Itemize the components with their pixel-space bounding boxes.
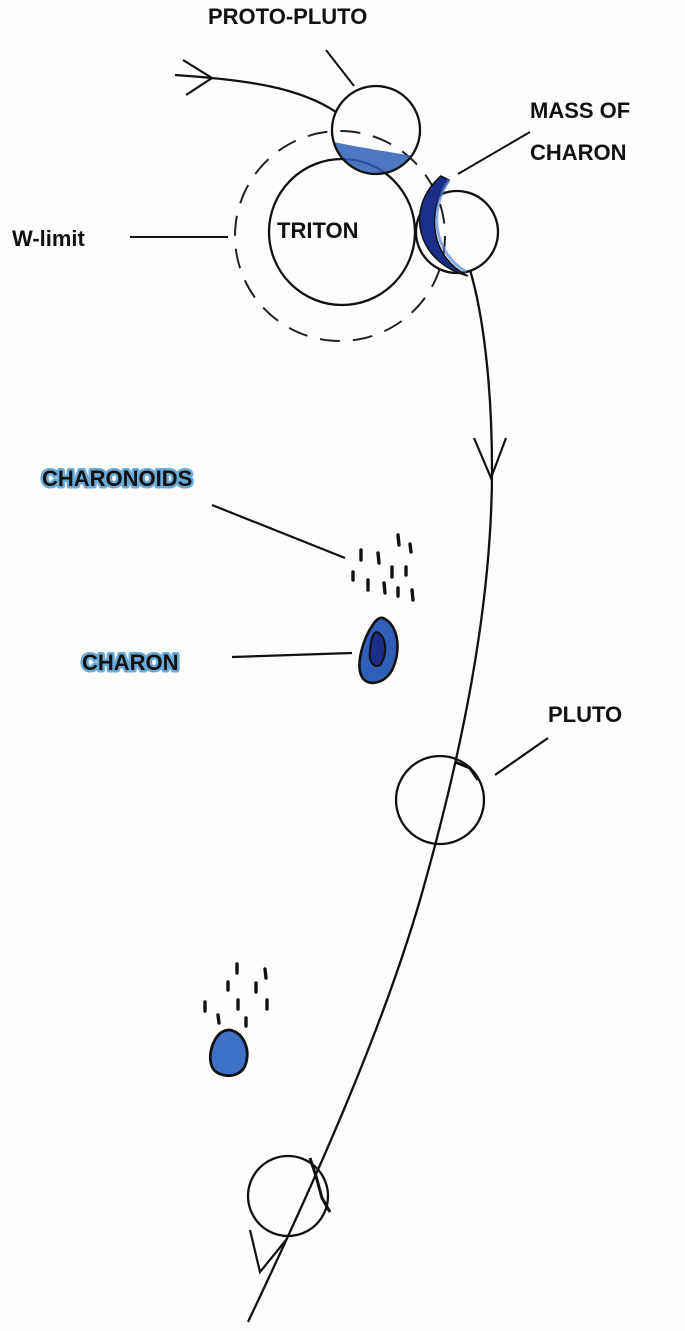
trajectory-arrowhead-upper [472, 437, 508, 481]
charonoids-upper [351, 533, 415, 602]
pluto-scar [454, 760, 480, 781]
pluto-lower-scar [308, 1157, 332, 1213]
charon-inner-outline [368, 630, 387, 668]
incoming-trajectory [174, 73, 337, 113]
mass-of-charon-leader [457, 131, 531, 175]
proto-pluto-circle [330, 84, 422, 176]
charon-leader [231, 651, 353, 659]
charonoids-label: CHARONOIDS [42, 466, 192, 491]
triton-label: TRITON [277, 218, 358, 243]
charonoids-leader [211, 503, 346, 560]
pluto-circle [394, 754, 486, 846]
proto-pluto-leader [325, 49, 355, 87]
charon-label: CHARON [82, 650, 179, 675]
pluto-label: PLUTO [548, 702, 622, 727]
w-limit-label: W-limit [12, 226, 86, 251]
charon-lower-body [208, 1028, 249, 1077]
incoming-arrowhead [182, 59, 215, 96]
mass-of-charon-label-line1: MASS OF [530, 98, 630, 123]
proto-pluto-label: PROTO-PLUTO [208, 4, 367, 29]
trajectory-arrowhead-lower [248, 1229, 287, 1275]
pluto-trajectory [246, 269, 494, 1323]
pluto-lower-circle [246, 1154, 330, 1238]
crescent-highlight [435, 179, 467, 274]
w-limit-circle [234, 130, 446, 342]
charonoids-lower [203, 962, 269, 1028]
pluto-leader [494, 737, 549, 776]
mass-of-charon-label-line2: CHARON [530, 140, 627, 165]
